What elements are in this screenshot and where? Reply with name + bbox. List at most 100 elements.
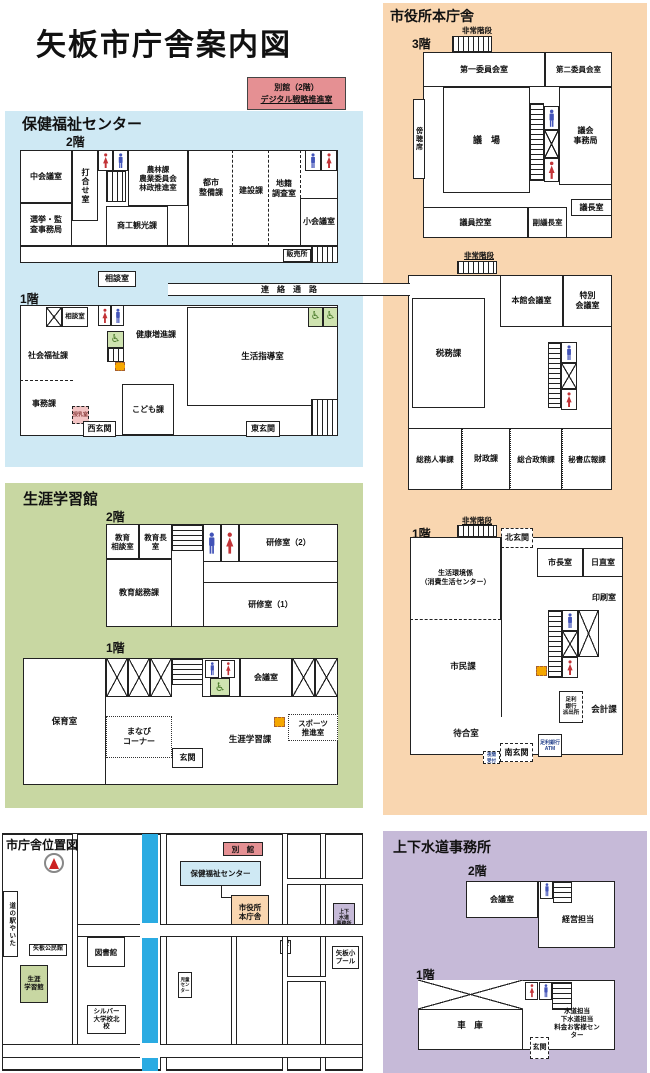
wall-line — [221, 886, 222, 898]
section-label-city-hall-main: 市役所本庁舎 — [390, 8, 474, 24]
bridge — [140, 1043, 160, 1058]
atm-box: 足利銀行 ATM — [538, 734, 562, 757]
small-room: シルバー 大学校北 校 — [87, 1005, 126, 1034]
male-toilet-icon — [562, 610, 578, 631]
room: 教育 相談室 — [106, 524, 139, 559]
text-label: 都市 整備課 — [199, 178, 223, 197]
section-label-health-welfare-center: 保健福祉センター — [22, 116, 143, 133]
road — [287, 878, 363, 885]
elevator-box — [561, 363, 577, 389]
uchikawa-river — [142, 834, 158, 1071]
small-room: 販売所 — [283, 249, 311, 262]
room: 研修室（1） — [203, 582, 338, 627]
aed-icon — [536, 666, 547, 676]
room: 商工観光課 — [106, 206, 168, 246]
dashed-divider — [232, 150, 233, 246]
room: 日直室 — [583, 548, 623, 577]
male-toilet-icon — [305, 150, 321, 171]
road — [287, 976, 326, 982]
text-label: 経営担当 — [562, 915, 594, 925]
room: 税務課 — [412, 298, 485, 408]
city-hall-building: 市役所 本庁舎 — [231, 895, 269, 928]
room: 市長室 — [537, 548, 583, 577]
aed-icon — [274, 717, 285, 727]
elevator-box — [150, 658, 172, 697]
room: 中会議室 — [20, 150, 72, 203]
stairs — [311, 399, 338, 436]
room: 総合政策課 — [510, 428, 562, 490]
small-room: 矢板小 プール — [332, 946, 359, 969]
section-label-lifelong-learning-hall: 生涯学習館 — [23, 491, 99, 508]
floor-label-1f: 1階 — [20, 291, 39, 306]
male-toilet-icon — [203, 524, 221, 562]
male-toilet-icon — [540, 881, 553, 899]
floor-label-1f: 1階 — [416, 968, 435, 983]
small-room: 道の駅やいた — [3, 891, 18, 957]
text-label: 建設課 — [239, 186, 263, 196]
small-room: 相談室 — [62, 307, 88, 327]
small-room: 相談室 — [98, 271, 136, 287]
road — [282, 834, 288, 1071]
accessible-toilet-icon: ♿ — [323, 307, 338, 327]
text-label: 地籍 調査室 — [272, 179, 296, 198]
stairs — [530, 103, 544, 181]
text-label: 市民課 — [450, 660, 476, 671]
dashed-divider — [20, 380, 73, 381]
room: 本館会議室 — [500, 275, 563, 327]
floor-label-1f: 1階 — [106, 641, 125, 656]
aed-icon — [115, 362, 125, 371]
room: 打合せ室 — [72, 150, 98, 221]
female-toilet-icon — [98, 305, 111, 326]
dashed-divider — [300, 150, 301, 198]
room: 特別 会議室 — [563, 275, 612, 327]
road — [231, 937, 237, 1047]
emergency-stairs — [457, 525, 497, 537]
floor-label-2f: 2階 — [468, 864, 487, 879]
elevator-box — [46, 307, 62, 327]
text-label: 非常階段 — [464, 250, 494, 260]
text-label: 生涯学習課 — [228, 733, 272, 744]
room: 教育総務課 — [106, 559, 172, 627]
floor-label-2f: 2階 — [106, 510, 125, 525]
text-label: 社会福祉課 — [28, 351, 68, 361]
dashed-divider — [268, 150, 269, 246]
room: 議会 事務局 — [559, 87, 612, 185]
south-entrance: 南玄関 — [500, 743, 533, 762]
elevator-box — [544, 130, 559, 158]
female-toilet-icon — [321, 150, 337, 171]
entrance: 玄関 — [172, 748, 203, 768]
room: 農林課 農業委員会 林政推進室 — [128, 150, 188, 206]
page-title: 矢板市庁舎案内図 — [36, 29, 292, 62]
room: 小会議室 — [300, 198, 338, 246]
emergency-stairs — [457, 261, 497, 274]
accessible-toilet-icon: ♿ — [308, 307, 323, 327]
small-room: 児童 セン ター — [178, 972, 192, 998]
room: 保育室 — [23, 658, 106, 785]
road — [320, 834, 326, 1071]
stairs — [172, 658, 203, 685]
wall-line — [501, 537, 502, 717]
north-entrance: 北玄関 — [501, 528, 533, 548]
west-entrance: 西玄関 — [83, 421, 116, 437]
room: 研修室（2） — [239, 524, 338, 562]
east-entrance: 東玄関 — [246, 421, 280, 437]
room: 会議室 — [240, 658, 292, 697]
text-label: 車 庫 — [457, 1019, 483, 1030]
small-room: 図書館 — [87, 937, 125, 967]
section-label-location-map: 市庁舎位置図 — [6, 838, 79, 852]
text-label: 待合室 — [453, 727, 479, 738]
female-toilet-icon — [561, 389, 577, 410]
room: 選挙・監 査事務局 — [20, 203, 72, 246]
wall-line — [188, 150, 189, 246]
elevator-box — [578, 610, 599, 657]
stairs — [552, 982, 572, 1010]
room: 総務人事課 — [408, 428, 462, 490]
female-toilet-icon — [562, 657, 578, 678]
small-room: 足利 銀行 派出所 — [559, 691, 583, 723]
male-toilet-icon — [205, 660, 219, 678]
female-toilet-icon — [525, 982, 538, 1000]
elevator-box — [418, 980, 523, 1010]
floor-label-3f: 3階 — [412, 37, 431, 52]
entrance: 玄関 — [530, 1037, 549, 1059]
